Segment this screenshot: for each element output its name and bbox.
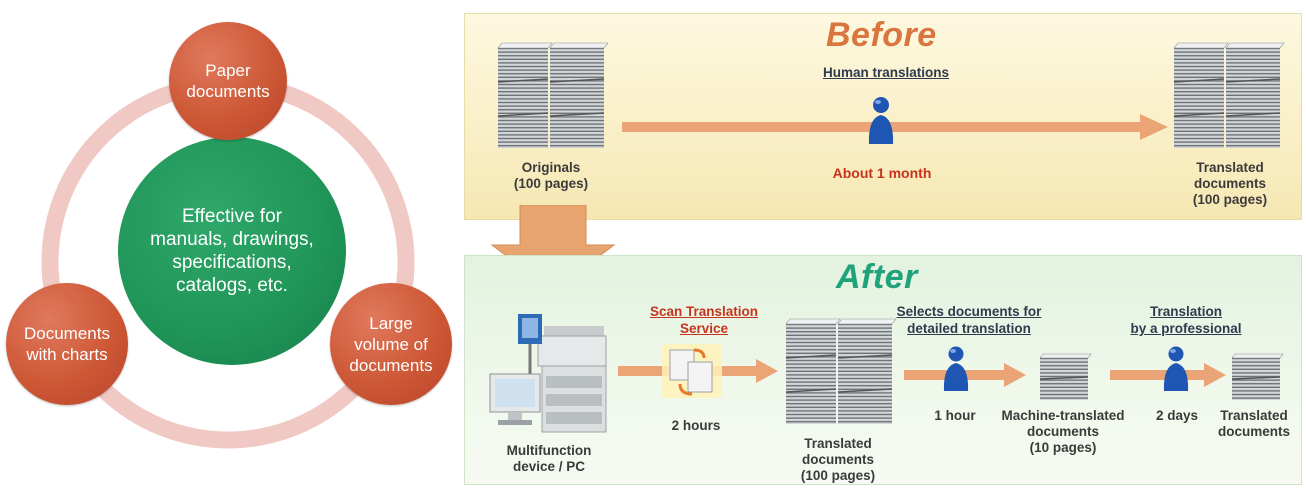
final-stack-icon bbox=[1231, 353, 1284, 400]
node-paper-documents-label: Paper documents bbox=[186, 61, 270, 101]
node-large-volume-label: Large volume of documents bbox=[349, 313, 433, 375]
before-arrow-icon bbox=[622, 114, 1168, 140]
machine-stack-icon bbox=[1039, 353, 1092, 400]
pro-time-label: 2 days bbox=[1155, 408, 1199, 423]
person-icon bbox=[868, 97, 894, 144]
translated-100-label: Translated documents (100 pages) bbox=[800, 436, 876, 483]
translated-before-label: Translated documents (100 pages) bbox=[1192, 160, 1268, 207]
select-docs-label: Selects documents for detailed translati… bbox=[896, 304, 1042, 336]
node-documents-with-charts: Documents with charts bbox=[6, 283, 128, 405]
center-effective-text: Effective for manuals, drawings, specifi… bbox=[150, 206, 314, 296]
after-title: After bbox=[836, 258, 918, 296]
node-documents-with-charts-label: Documents with charts bbox=[24, 324, 110, 364]
after-arrow-3-icon bbox=[1110, 363, 1226, 387]
machine-docs-label: Machine-translated documents (10 pages) bbox=[1001, 408, 1125, 455]
node-paper-documents: Paper documents bbox=[169, 22, 287, 140]
center-effective-node: Effective for manuals, drawings, specifi… bbox=[118, 137, 346, 365]
before-title: Before bbox=[826, 16, 937, 54]
select-time-label: 1 hour bbox=[934, 408, 976, 423]
person-select-icon bbox=[943, 346, 969, 391]
device-label: Multifunction device / PC bbox=[506, 443, 592, 474]
before-duration-label: About 1 month bbox=[832, 165, 932, 181]
scan-translate-icon bbox=[662, 344, 722, 398]
human-translations-label: Human translations bbox=[822, 65, 950, 80]
originals-stack-icon bbox=[497, 42, 609, 148]
node-large-volume: Large volume of documents bbox=[330, 283, 452, 405]
scan-service-label: Scan Translation Service bbox=[649, 304, 759, 336]
copier-icon bbox=[518, 314, 607, 433]
translated-100-stack-icon bbox=[785, 318, 897, 424]
translated-stack-icon bbox=[1173, 42, 1285, 148]
originals-label: Originals (100 pages) bbox=[513, 160, 589, 191]
person-pro-icon bbox=[1163, 346, 1189, 391]
scan-time-label: 2 hours bbox=[671, 418, 721, 433]
final-docs-label: Translated documents bbox=[1217, 408, 1290, 439]
computer-icon bbox=[489, 373, 541, 425]
pro-translation-label: Translation by a professional bbox=[1130, 304, 1242, 336]
